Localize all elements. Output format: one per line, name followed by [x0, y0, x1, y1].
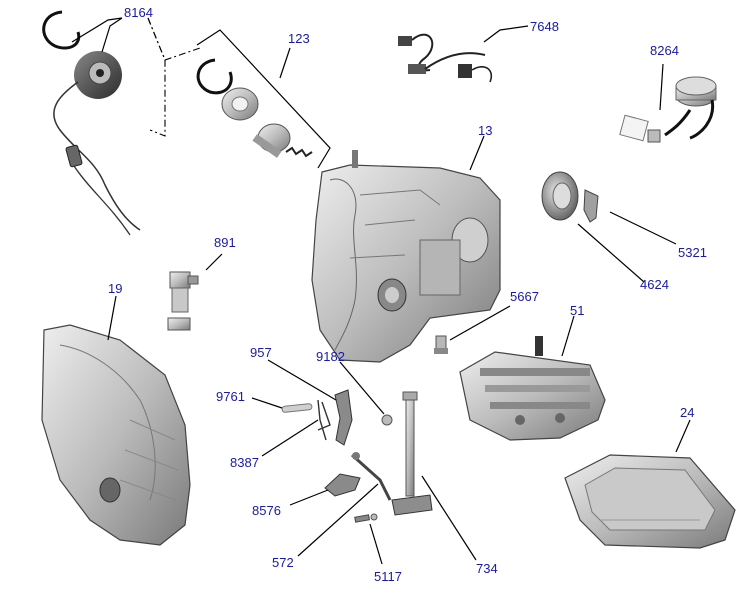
leader-lines	[71, 17, 691, 565]
callout-8264: 8264	[650, 43, 679, 58]
part-5321-bracket	[583, 189, 599, 223]
callout-19: 19	[108, 281, 123, 296]
callout-5321: 5321	[678, 245, 707, 260]
part-5117-bolt	[354, 513, 378, 523]
callout-7648: 7648	[530, 19, 559, 34]
part-51-valve-body	[459, 336, 606, 441]
part-5667-sensor	[434, 335, 448, 354]
callout-5667: 5667	[510, 289, 539, 304]
callout-9761: 9761	[216, 389, 245, 404]
part-8387-spring	[317, 399, 331, 441]
part-24-oil-pan	[564, 454, 736, 549]
part-13-transaxle-case	[311, 150, 501, 363]
callout-891: 891	[214, 235, 236, 250]
callout-8576: 8576	[252, 503, 281, 518]
part-19-bell-housing	[41, 324, 191, 546]
part-734-shift-shaft	[391, 391, 433, 516]
callout-51: 51	[570, 303, 585, 318]
callout-8387: 8387	[230, 455, 259, 470]
callout-24: 24	[680, 405, 695, 420]
part-957-shift-lever	[334, 389, 353, 446]
part-572-rod	[351, 452, 392, 501]
callout-572: 572	[272, 555, 294, 570]
callout-4624: 4624	[640, 277, 669, 292]
part-4624-pulley	[541, 171, 579, 221]
part-123-shaft-assembly	[196, 58, 313, 158]
part-891-fitting	[167, 271, 199, 331]
part-9761-pin	[281, 403, 313, 413]
callout-13: 13	[478, 123, 493, 138]
callout-9182: 9182	[316, 349, 345, 364]
part-8264-sensor-connector	[619, 76, 717, 143]
callout-5117: 5117	[374, 569, 402, 584]
part-8576-lever	[324, 473, 361, 497]
callout-957: 957	[250, 345, 272, 360]
part-9182-clip	[381, 414, 393, 426]
part-8164-sensor-assembly	[42, 10, 141, 236]
callout-8164: 8164	[124, 5, 153, 20]
callout-734: 734	[476, 561, 498, 576]
callout-123: 123	[288, 31, 310, 46]
part-7648-speed-sensors	[398, 33, 492, 83]
